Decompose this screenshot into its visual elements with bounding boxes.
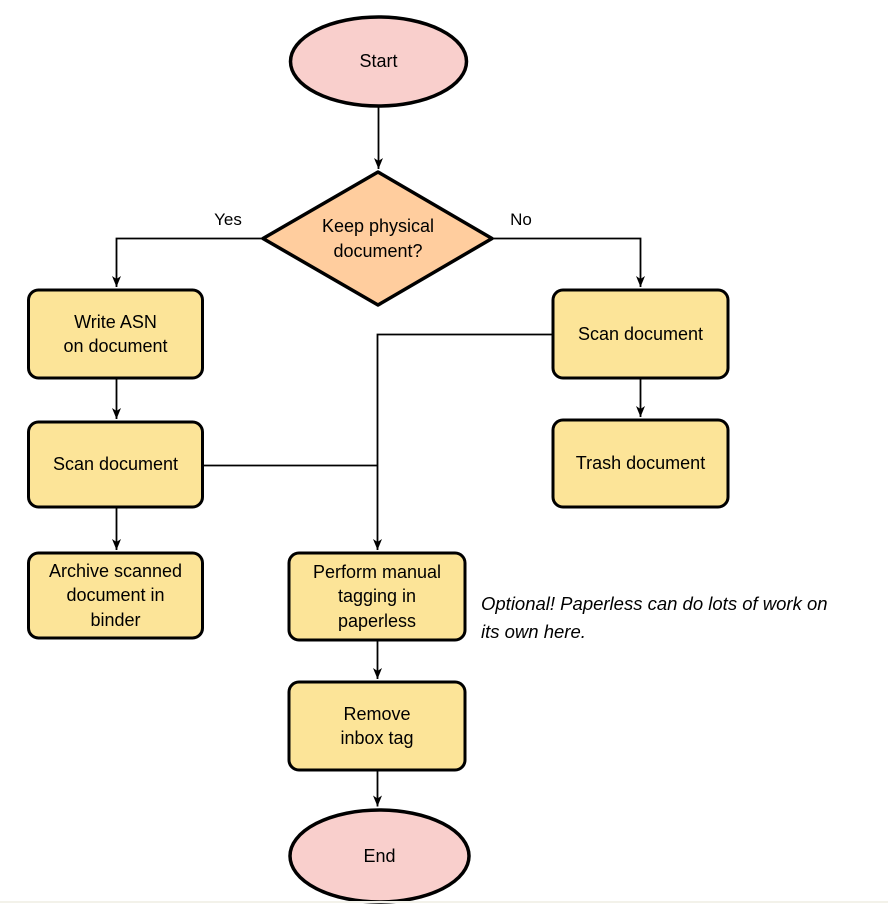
node-end-label: End [363, 845, 396, 866]
node-write-asn-label: Write ASN on document [63, 311, 168, 356]
node-scan-left-shape [27, 420, 204, 509]
annotation-note: Optional! Paperless can do lots of work … [481, 593, 828, 642]
node-remove-inbox-shape [287, 680, 467, 772]
edge-decision-yes-to-write-asn [112, 237, 264, 287]
edges [112, 106, 645, 807]
edge-label-no: No [501, 208, 541, 232]
node-decision-label: Keep physical document? [321, 216, 435, 261]
node-decision-shape [261, 170, 494, 307]
edge-decision-no-to-scan-right [491, 237, 645, 287]
node-remove-inbox-label: Remove inbox tag [340, 703, 414, 748]
bottom-divider [0, 901, 888, 903]
node-archive-label: Archive scanned document in binder [48, 561, 183, 630]
node-archive-shape [27, 551, 204, 640]
node-write-asn-shape [27, 288, 204, 380]
edge-scan-right-to-tagging [373, 333, 553, 550]
edge-label-yes: Yes [207, 208, 249, 232]
node-scan-right-shape [551, 288, 730, 380]
nodes [27, 15, 730, 904]
node-trash-shape [551, 418, 730, 509]
node-start-shape [288, 15, 469, 108]
node-trash-label: Trash document [575, 453, 706, 474]
node-scan-left-label: Scan document [52, 454, 179, 475]
node-start-label: Start [359, 51, 398, 72]
node-tagging-shape [287, 551, 467, 642]
node-scan-right-label: Scan document [577, 323, 704, 344]
node-tagging-label: Perform manual tagging in paperless [312, 562, 442, 631]
